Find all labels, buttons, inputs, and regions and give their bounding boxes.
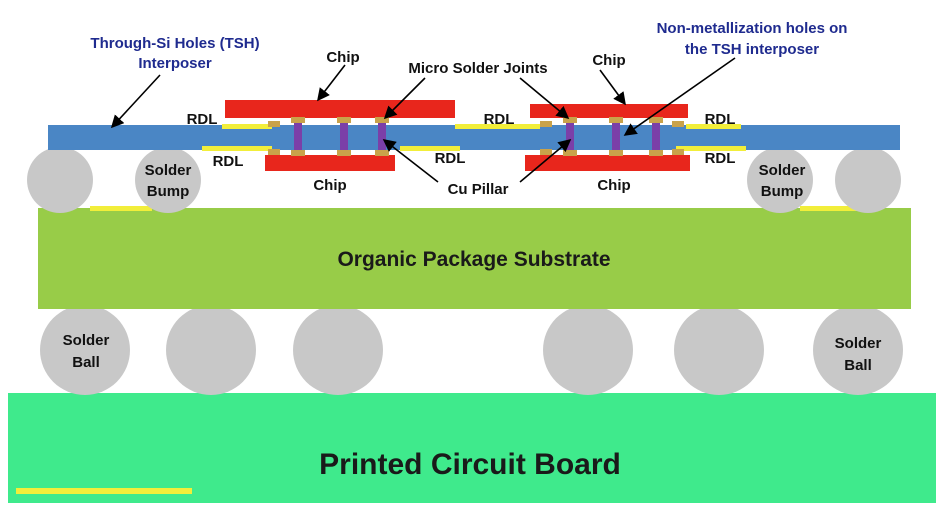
label-chip-top-left: Chip <box>326 49 359 66</box>
label-solder-bump-left-1: Solder <box>145 162 192 179</box>
micro-solder-joint <box>563 117 577 123</box>
solder-ball <box>293 305 383 395</box>
label-rdl: RDL <box>705 150 736 167</box>
micro-solder-joint <box>649 150 663 156</box>
label-tsh-interposer-1: Through-Si Holes (TSH) <box>90 35 259 52</box>
arrow-tsh-interposer <box>110 74 161 129</box>
micro-solder-joint <box>268 149 280 155</box>
solder-ball <box>813 305 903 395</box>
micro-solder-joint <box>337 150 351 156</box>
cu-pillar <box>612 117 620 155</box>
label-micro-solder-joints: Micro Solder Joints <box>408 60 547 77</box>
solder-ball <box>674 305 764 395</box>
micro-solder-joint <box>540 149 552 155</box>
chip-bottom-right <box>525 155 690 171</box>
chip-bottom-left <box>265 155 395 171</box>
solder-bump <box>27 147 93 213</box>
solder-bump <box>835 147 901 213</box>
substrate-layer <box>38 208 911 309</box>
pcb-layer <box>8 393 936 503</box>
label-solder-ball-right-2: Ball <box>844 357 872 374</box>
micro-solder-joint <box>268 121 280 127</box>
arrow-micro-solder-right <box>519 77 570 120</box>
label-cu-pillar: Cu Pillar <box>448 181 509 198</box>
micro-solder-joint <box>672 121 684 127</box>
arrow-non-metal-holes <box>623 57 736 136</box>
pcb-pad <box>16 488 192 494</box>
micro-solder-joint <box>672 149 684 155</box>
label-rdl: RDL <box>187 111 218 128</box>
solder-ball <box>166 305 256 395</box>
micro-solder-joint <box>375 117 389 123</box>
label-chip-bottom-right: Chip <box>597 177 630 194</box>
micro-solder-joint <box>563 150 577 156</box>
label-rdl: RDL <box>484 111 515 128</box>
micro-solder-joint <box>540 121 552 127</box>
micro-solder-joint <box>609 150 623 156</box>
arrow-micro-solder-left <box>383 77 426 120</box>
micro-solder-joint <box>291 117 305 123</box>
chip-top-left <box>225 100 455 118</box>
cu-pillar <box>294 117 302 155</box>
substrate-pad <box>90 206 152 211</box>
solder-ball <box>543 305 633 395</box>
label-solder-ball-right-1: Solder <box>835 335 882 352</box>
label-substrate: Organic Package Substrate <box>337 248 610 271</box>
label-rdl: RDL <box>435 150 466 167</box>
solder-bump <box>135 147 201 213</box>
interposer-layer <box>48 125 900 150</box>
rdl-strip <box>400 146 460 151</box>
label-chip-top-right: Chip <box>592 52 625 69</box>
micro-solder-joint <box>649 117 663 123</box>
arrow-chip-top-right <box>599 69 626 106</box>
label-solder-ball-left-1: Solder <box>63 332 110 349</box>
cu-pillar <box>652 117 660 155</box>
cu-pillar <box>378 117 386 155</box>
rdl-strip <box>676 146 746 151</box>
solder-bump <box>747 147 813 213</box>
label-solder-bump-left-2: Bump <box>147 183 190 200</box>
label-solder-ball-left-2: Ball <box>72 354 100 371</box>
rdl-strip <box>202 146 272 151</box>
rdl-strip <box>686 124 741 129</box>
micro-solder-joint <box>291 150 305 156</box>
micro-solder-joint <box>375 150 389 156</box>
label-non-metal-2: the TSH interposer <box>685 41 819 58</box>
micro-solder-joint <box>337 117 351 123</box>
label-solder-bump-right-2: Bump <box>761 183 804 200</box>
label-tsh-interposer-2: Interposer <box>138 55 212 72</box>
label-pcb: Printed Circuit Board <box>319 448 621 481</box>
solder-ball <box>40 305 130 395</box>
label-chip-bottom-left: Chip <box>313 177 346 194</box>
substrate-pad <box>800 206 862 211</box>
arrow-cu-pillar-right <box>519 138 572 183</box>
rdl-strip <box>455 124 540 129</box>
cu-pillar <box>566 117 574 155</box>
label-rdl: RDL <box>213 153 244 170</box>
arrow-chip-top-left <box>317 64 346 102</box>
micro-solder-joint <box>609 117 623 123</box>
chip-top-right <box>530 104 688 118</box>
label-rdl: RDL <box>705 111 736 128</box>
cu-pillar <box>340 117 348 155</box>
arrow-cu-pillar-left <box>382 139 439 183</box>
label-non-metal-1: Non-metallization holes on <box>657 20 848 37</box>
label-solder-bump-right-1: Solder <box>759 162 806 179</box>
rdl-strip <box>222 124 272 129</box>
